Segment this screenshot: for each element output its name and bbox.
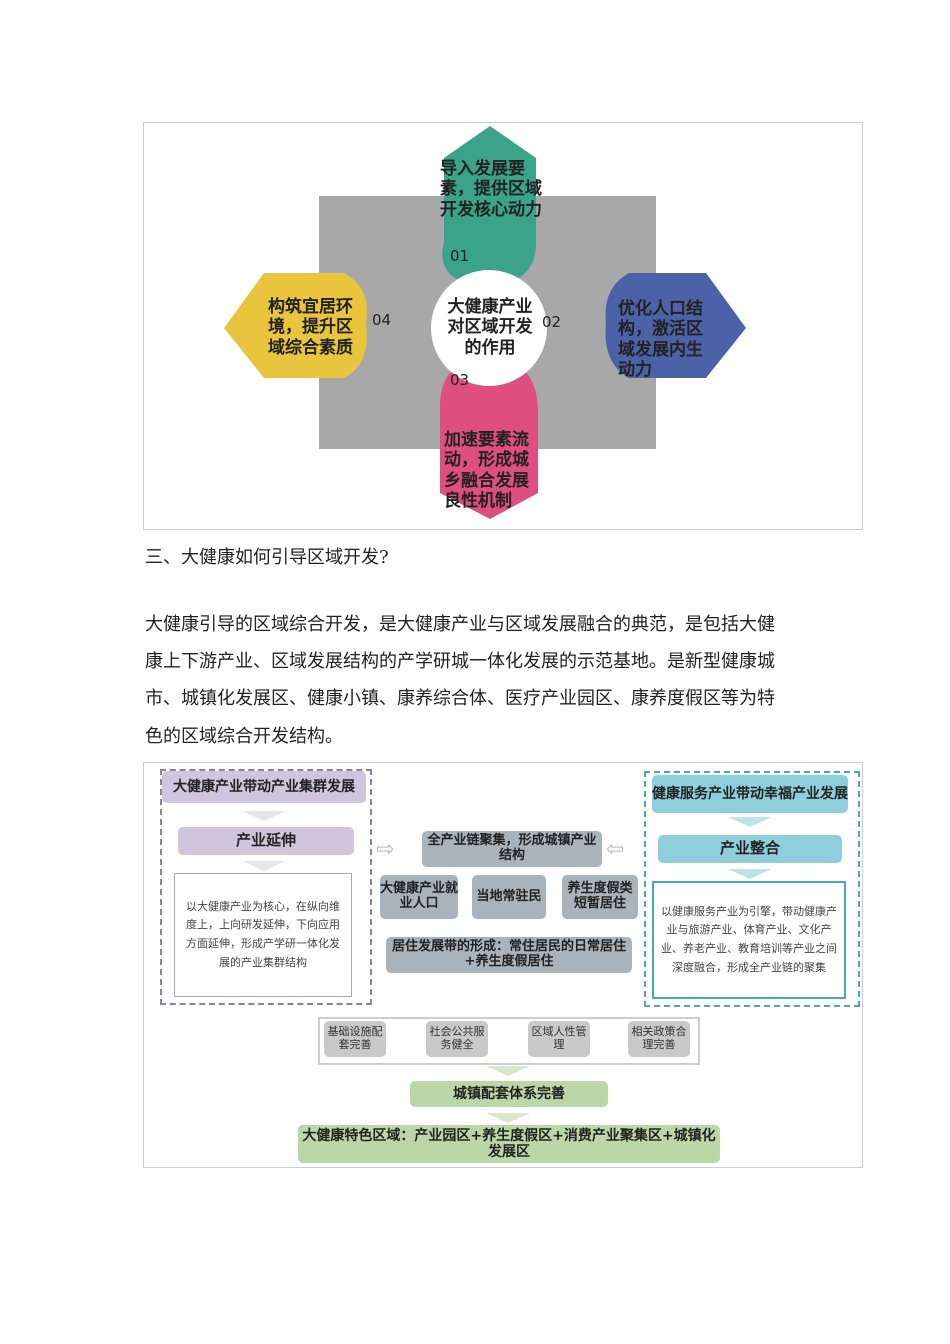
figure-development-structure: 大健康产业带动产业集群发展 产业延伸 以大健康产业为核心，在纵向维度上，上向研发… — [143, 762, 863, 1168]
support-item: 区域人性管理 — [528, 1021, 590, 1057]
arrow-down-icon — [242, 861, 286, 871]
left-step: 产业延伸 — [178, 827, 354, 855]
petal-03 — [439, 363, 538, 519]
paragraph-line: 大健康引导的区域综合开发，是大健康产业与区域发展融合的典范，是包括大健 — [145, 614, 775, 635]
petal-01-text: 导入发展要素，提供区域开发核心动力 — [440, 159, 542, 220]
right-title: 健康服务产业带动幸福产业发展 — [652, 775, 848, 813]
support-item: 基础设施配套完善 — [324, 1021, 386, 1057]
petal-01-number: 01 — [450, 247, 470, 265]
arrow-down-icon — [728, 817, 772, 827]
population-box: 养生度假类短暂居住 — [562, 875, 638, 919]
supports-frame — [318, 1017, 700, 1065]
arrow-down-icon — [486, 1113, 530, 1123]
arrow-down-icon — [242, 811, 286, 821]
support-item: 相关政策合理完善 — [628, 1021, 690, 1057]
paragraph-line: 市、城镇化发展区、健康小镇、康养综合体、医疗产业园区、康养度假区等为特 — [145, 688, 775, 709]
arrow-left-icon: ⇦ — [606, 837, 625, 862]
arrow-down-icon — [728, 869, 772, 879]
left-description: 以大健康产业为核心，在纵向维度上，上向研发延伸，下向应用方面延伸，形成产学研一体… — [174, 873, 352, 997]
right-description: 以健康服务产业为引擎，带动健康产业与旅游产业、体育产业、文化产业、养老产业、教育… — [652, 881, 846, 999]
petal-diagram — [224, 126, 746, 519]
petal-02-text: 优化人口结构，激活区域发展内生动力 — [618, 299, 703, 381]
residence-box: 居住发展带的形成：常住居民的日常居住+养生度假居住 — [386, 937, 632, 973]
petal-03-text: 加速要素流动，形成城乡融合发展良性机制 — [444, 430, 529, 512]
petal-04-number: 04 — [372, 311, 392, 329]
left-title: 大健康产业带动产业集群发展 — [162, 771, 366, 803]
petal-04-text: 构筑宜居环境，提升区域综合素质 — [268, 297, 353, 358]
support-item: 社会公共服务健全 — [426, 1021, 488, 1057]
center-label: 大健康产业对区域开发的作用 — [447, 297, 533, 358]
arrow-down-icon — [486, 1066, 530, 1076]
arrow-right-icon: ⇨ — [376, 837, 395, 862]
petal-04 — [224, 273, 368, 378]
industry-structure-box: 全产业链聚集，形成城镇产业结构 — [422, 831, 602, 867]
petal-02-number: 02 — [542, 313, 562, 331]
figure-region-development-roles: 导入发展要素，提供区域开发核心动力 01 优化人口结构，激活区域发展内生动力 0… — [143, 122, 863, 530]
final-region-box: 大健康特色区域：产业园区+养生度假区+消费产业聚集区+城镇化发展区 — [298, 1125, 720, 1163]
population-box: 当地常驻民 — [472, 875, 546, 919]
right-dashed-group — [644, 771, 860, 1007]
petal-01 — [442, 126, 536, 283]
population-box: 大健康产业就业人口 — [380, 875, 458, 919]
petal-02 — [605, 273, 746, 378]
petal-03-number: 03 — [450, 371, 470, 389]
paragraph-line: 色的区域综合开发结构。 — [145, 726, 343, 747]
town-support-box: 城镇配套体系完善 — [410, 1081, 608, 1107]
right-step: 产业整合 — [658, 835, 842, 863]
paragraph-line: 康上下游产业、区域发展结构的产学研城一体化发展的示范基地。是新型健康城 — [145, 651, 775, 672]
left-dashed-group — [160, 769, 372, 1005]
section-heading: 三、大健康如何引导区域开发? — [145, 547, 389, 568]
center-circle — [431, 270, 547, 386]
